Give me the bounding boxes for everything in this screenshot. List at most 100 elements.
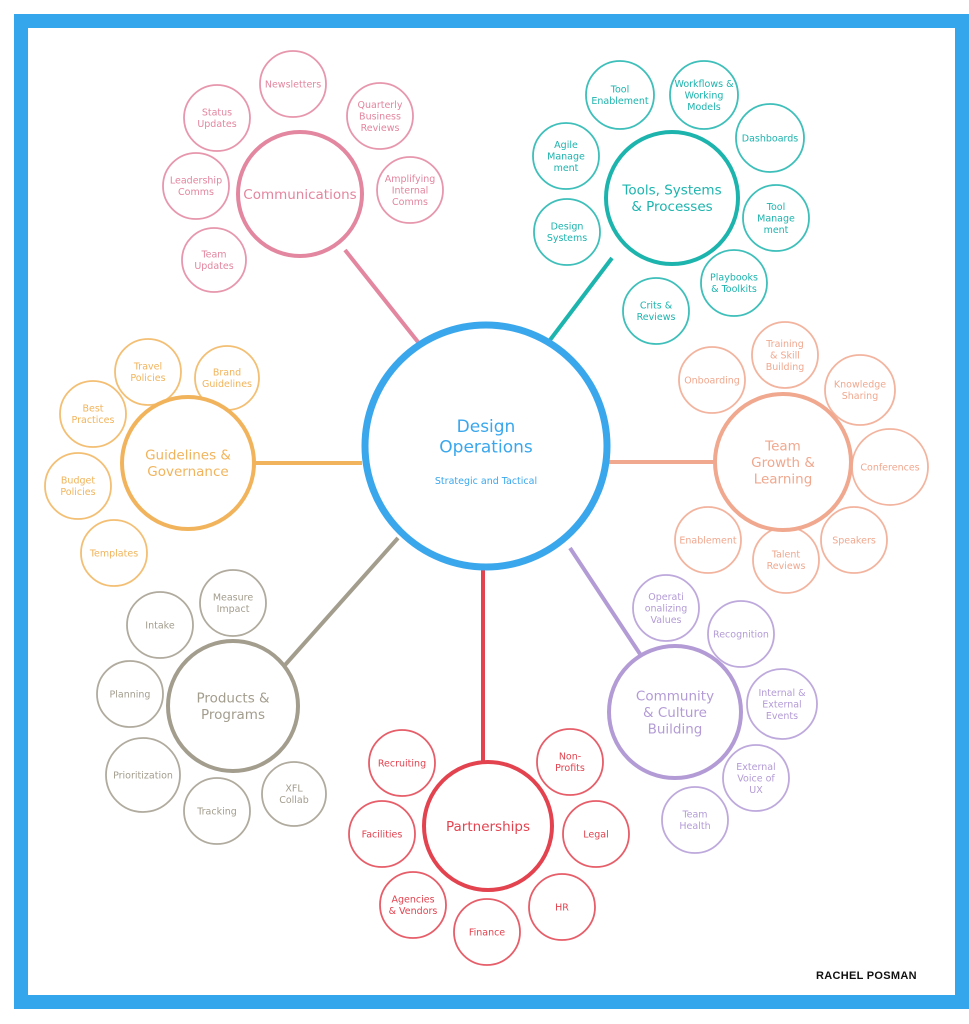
- item-label: Agile: [554, 140, 578, 151]
- item-label: Voice of: [737, 773, 775, 784]
- team-growth-learning-item: Onboarding: [678, 346, 746, 414]
- item-circle: [181, 227, 247, 293]
- item-circle: [183, 777, 251, 845]
- item-label: Collab: [279, 795, 309, 806]
- item-label: Team: [200, 250, 226, 261]
- hub-title: Programs: [201, 707, 265, 723]
- tools-systems-processes-item: Playbooks& Toolkits: [700, 249, 768, 317]
- tools-systems-processes-hub: Tools, Systems& Processes: [604, 130, 740, 266]
- item-label: Agencies: [391, 895, 434, 906]
- item-label: Brand: [213, 368, 241, 379]
- item-label: Updates: [197, 119, 236, 130]
- item-label: Travel: [133, 362, 162, 373]
- products-programs-item: Prioritization: [105, 737, 181, 813]
- guidelines-governance-branch: TravelPoliciesBrandGuidelinesBestPractic…: [44, 338, 260, 587]
- item-label: Leadership: [170, 176, 222, 187]
- item-label: External: [736, 762, 775, 773]
- item-circle: [368, 729, 436, 797]
- hub-title: & Processes: [631, 199, 712, 215]
- hub-circle: [607, 644, 743, 780]
- item-label: Facilities: [362, 829, 403, 840]
- guidelines-governance-item: Templates: [80, 519, 148, 587]
- item-label: Quarterly: [358, 100, 403, 111]
- item-label: Team: [681, 810, 707, 821]
- item-label: Comms: [392, 197, 428, 208]
- item-circle: [528, 873, 596, 941]
- item-label: Workflows &: [675, 79, 735, 90]
- item-circle: [707, 600, 775, 668]
- partnerships-item: HR: [528, 873, 596, 941]
- item-label: Enablement: [679, 535, 736, 546]
- hub-title: Products &: [196, 691, 270, 707]
- tools-systems-processes-item: Crits &Reviews: [622, 277, 690, 345]
- hub-title: & Culture: [643, 705, 707, 721]
- item-label: Manage: [547, 151, 585, 162]
- item-label: Updates: [194, 261, 233, 272]
- item-label: Measure: [213, 593, 254, 604]
- item-label: Tool: [610, 85, 629, 96]
- item-label: Dashboards: [742, 133, 799, 144]
- item-circle: [162, 152, 230, 220]
- communications-branch: NewslettersStatusUpdatesQuarterlyBusines…: [162, 50, 444, 293]
- item-label: Values: [650, 615, 681, 626]
- item-label: Amplifying: [385, 174, 436, 185]
- item-label: XFL: [285, 784, 303, 795]
- partnerships-hub: Partnerships: [422, 760, 554, 892]
- hub-title: Building: [648, 721, 703, 737]
- item-label: Intake: [145, 620, 175, 631]
- hub-title: Learning: [754, 471, 813, 487]
- item-circle: [622, 277, 690, 345]
- item-label: Reviews: [767, 561, 806, 572]
- item-label: UX: [749, 785, 763, 796]
- products-programs-item: Intake: [126, 591, 194, 659]
- item-circle: [261, 761, 327, 827]
- item-label: Onboarding: [684, 375, 740, 386]
- item-label: Tool: [766, 202, 785, 213]
- item-circle: [674, 506, 742, 574]
- hub-title: Partnerships: [446, 819, 530, 835]
- hub-title: Community: [636, 688, 714, 704]
- item-circle: [820, 506, 888, 574]
- item-label: Comms: [178, 187, 214, 198]
- hub-title: Guidelines &: [145, 448, 231, 464]
- hub-circle: [604, 130, 740, 266]
- item-label: ment: [764, 225, 789, 236]
- item-label: Speakers: [832, 535, 876, 546]
- hub-circle: [713, 392, 853, 532]
- item-circle: [376, 156, 444, 224]
- item-circle: [346, 82, 414, 150]
- item-label: Non-: [559, 752, 581, 763]
- hub-title: Governance: [147, 464, 228, 480]
- item-circle: [722, 744, 790, 812]
- item-label: Design: [551, 222, 584, 233]
- item-label: Legal: [583, 829, 608, 840]
- item-label: & Toolkits: [711, 284, 757, 295]
- item-circle: [379, 871, 447, 939]
- item-label: Working: [685, 90, 724, 101]
- team-growth-learning-item: Speakers: [820, 506, 888, 574]
- item-label: Prioritization: [113, 770, 173, 781]
- item-label: Models: [687, 102, 721, 113]
- item-label: Recognition: [713, 629, 769, 640]
- item-label: Status: [202, 108, 232, 119]
- item-label: Playbooks: [710, 273, 758, 284]
- partnerships-item: Legal: [562, 800, 630, 868]
- item-circle: [183, 84, 251, 152]
- community-culture-building-item: Recognition: [707, 600, 775, 668]
- tools-systems-processes-item: Dashboards: [735, 103, 805, 173]
- hub-title: Communications: [243, 187, 356, 203]
- products-programs-item: Tracking: [183, 777, 251, 845]
